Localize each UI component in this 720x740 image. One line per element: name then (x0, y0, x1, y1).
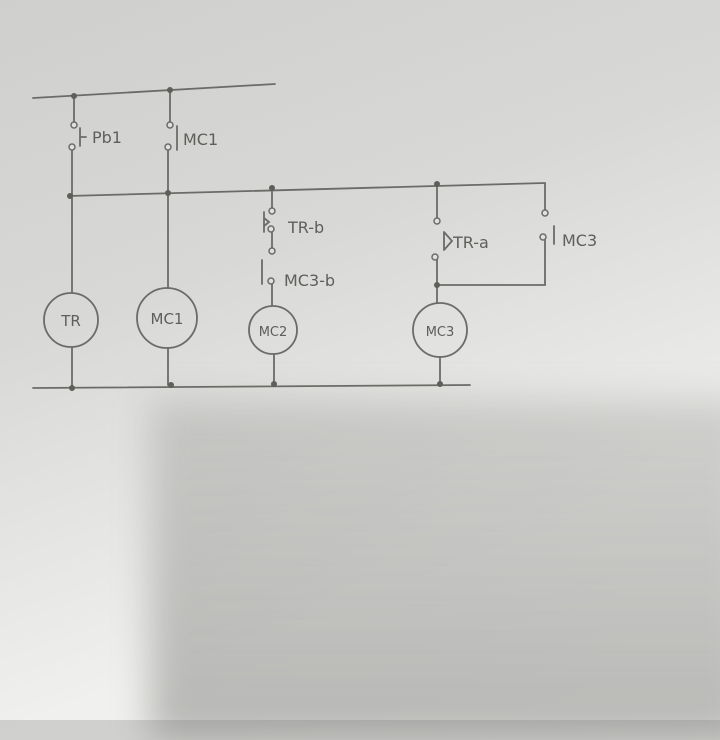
bus-line (67, 182, 546, 197)
label-mc1: MC1 (183, 130, 218, 149)
coil-tr: TR (43, 292, 99, 348)
nodes (67, 87, 443, 391)
wires (32, 83, 546, 389)
label-pb1: Pb1 (92, 128, 122, 147)
svg-text:MC1: MC1 (151, 310, 184, 328)
contact-mc3: MC3 (539, 209, 597, 250)
label-mc3-b: MC3-b (284, 271, 335, 290)
bottom-rail (32, 384, 471, 389)
svg-text:MC2: MC2 (259, 325, 288, 340)
contact-tr-b: TR-b (263, 207, 324, 237)
contact-mc1: MC1 (164, 121, 218, 151)
rung-mc3-wire (436, 182, 546, 385)
contact-pb1: Pb1 (68, 121, 122, 151)
svg-text:MC3: MC3 (426, 325, 455, 340)
rung-mc1-wire (167, 89, 171, 386)
paper-shadow (150, 400, 720, 740)
label-tr-b: TR-b (287, 218, 324, 237)
coil-mc1: MC1 (136, 287, 198, 349)
coil-mc3: MC3 (412, 302, 468, 358)
label-mc3: MC3 (562, 231, 597, 250)
svg-text:TR: TR (60, 312, 81, 330)
contact-tr-a: TR-a (431, 217, 489, 261)
rung-tr-wire (71, 95, 75, 389)
contact-mc3-b: MC3-b (261, 247, 335, 290)
label-tr-a: TR-a (452, 233, 489, 252)
rung-mc2-wire (271, 185, 275, 385)
ladder-diagram: Pb1 MC1 TR-b MC3-b TR-a MC3 TR MC1 MC2 M (32, 83, 597, 391)
top-rail (32, 83, 276, 99)
coil-mc2: MC2 (248, 305, 298, 355)
